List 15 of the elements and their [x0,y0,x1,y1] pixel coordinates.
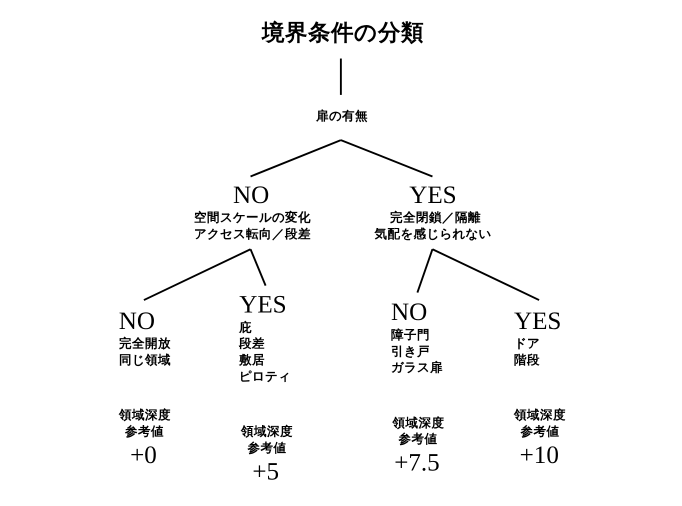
connector [340,139,432,178]
connector [432,248,540,301]
node-text: 境界条件の分類 [261,20,424,46]
node-text: YES 庇 段差 敷居 ピロティ 領域深度 参考値 +5 [238,292,293,486]
connector [339,58,342,95]
connector [250,139,341,178]
node-text: YES 完全閉鎖／隔離 気配を感じられない [374,182,492,241]
node-text: NO 障子門 引き戸 ガラス扉 領域深度 参考値 +7.5 [390,299,444,477]
node-text: 扉の有無 [315,108,368,124]
connector [416,248,433,293]
node-text: NO 完全開放 同じ領域 領域深度 参考値 +0 [118,308,170,470]
node-text: NO 空間スケールの変化 アクセス転向／段差 [194,182,311,241]
connector [249,248,266,286]
connector [142,248,250,301]
node-text: YES ドア 階段 領域深度 参考値 +10 [514,308,566,470]
